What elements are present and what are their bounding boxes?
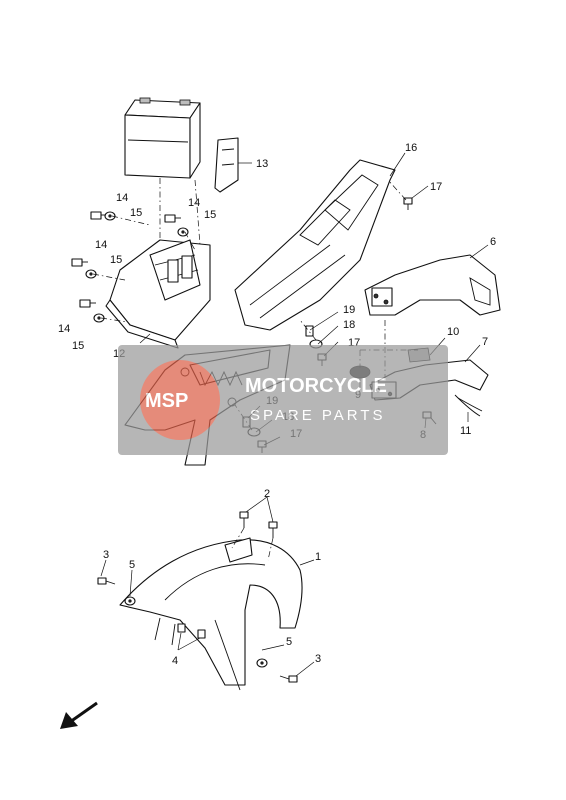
callout-3: 3 (103, 549, 109, 561)
watermark-subtitle: SPARE PARTS (250, 407, 386, 424)
callout-11: 11 (460, 425, 471, 437)
callout-15: 15 (130, 207, 142, 219)
collar-icon (305, 325, 314, 337)
bolt-icon (164, 214, 181, 223)
callout-15: 15 (72, 340, 84, 352)
battery (124, 97, 201, 179)
washer-icon (256, 658, 268, 668)
watermark: MSP MOTORCYCLE SPARE PARTS (118, 345, 448, 455)
front-direction-arrow-icon (60, 701, 98, 729)
bolt-icon (177, 623, 186, 633)
bolt-icon (239, 511, 249, 528)
callout-15: 15 (110, 254, 122, 266)
callout-6: 6 (490, 236, 496, 248)
bolt-icon (268, 521, 278, 538)
watermark-title: MOTORCYCLE (245, 375, 387, 397)
callout-17: 17 (430, 181, 442, 193)
callout-15: 15 (204, 209, 216, 221)
callout-14: 14 (58, 323, 70, 335)
clip-part-11 (454, 394, 483, 417)
callout-4: 4 (172, 655, 178, 667)
bracket-part-6 (364, 254, 501, 316)
callout-3: 3 (315, 653, 321, 665)
callout-2: 2 (264, 488, 270, 500)
callout-5: 5 (129, 559, 135, 571)
callout-1: 1 (315, 551, 321, 563)
callout-5: 5 (286, 636, 292, 648)
bolt-icon (71, 258, 88, 267)
bolt-icon (79, 299, 96, 308)
bolt-icon (403, 197, 413, 210)
callout-14: 14 (188, 197, 200, 209)
bolt-icon (197, 629, 206, 639)
callout-14: 14 (95, 239, 107, 251)
washer-icon (85, 269, 97, 279)
callout-14: 14 (116, 192, 128, 204)
callout-18: 18 (343, 319, 355, 331)
washer-icon (104, 211, 116, 221)
callout-16: 16 (405, 142, 417, 154)
callout-13: 13 (256, 158, 268, 170)
bolt-icon (279, 675, 298, 683)
rear-fender-part-16 (234, 159, 396, 331)
washer-icon (124, 596, 136, 606)
bolt-icon (97, 577, 116, 585)
watermark-logo-text: MSP (145, 390, 188, 412)
callout-19: 19 (343, 304, 355, 316)
battery-box-part-12 (105, 239, 211, 349)
front-fender-part-1 (119, 537, 303, 691)
callout-10: 10 (447, 326, 459, 338)
washer-icon (93, 313, 105, 323)
battery-cover-part-13 (214, 137, 239, 193)
callout-7: 7 (482, 336, 488, 348)
watermark-logo-icon (140, 360, 220, 440)
washer-icon (177, 227, 189, 237)
